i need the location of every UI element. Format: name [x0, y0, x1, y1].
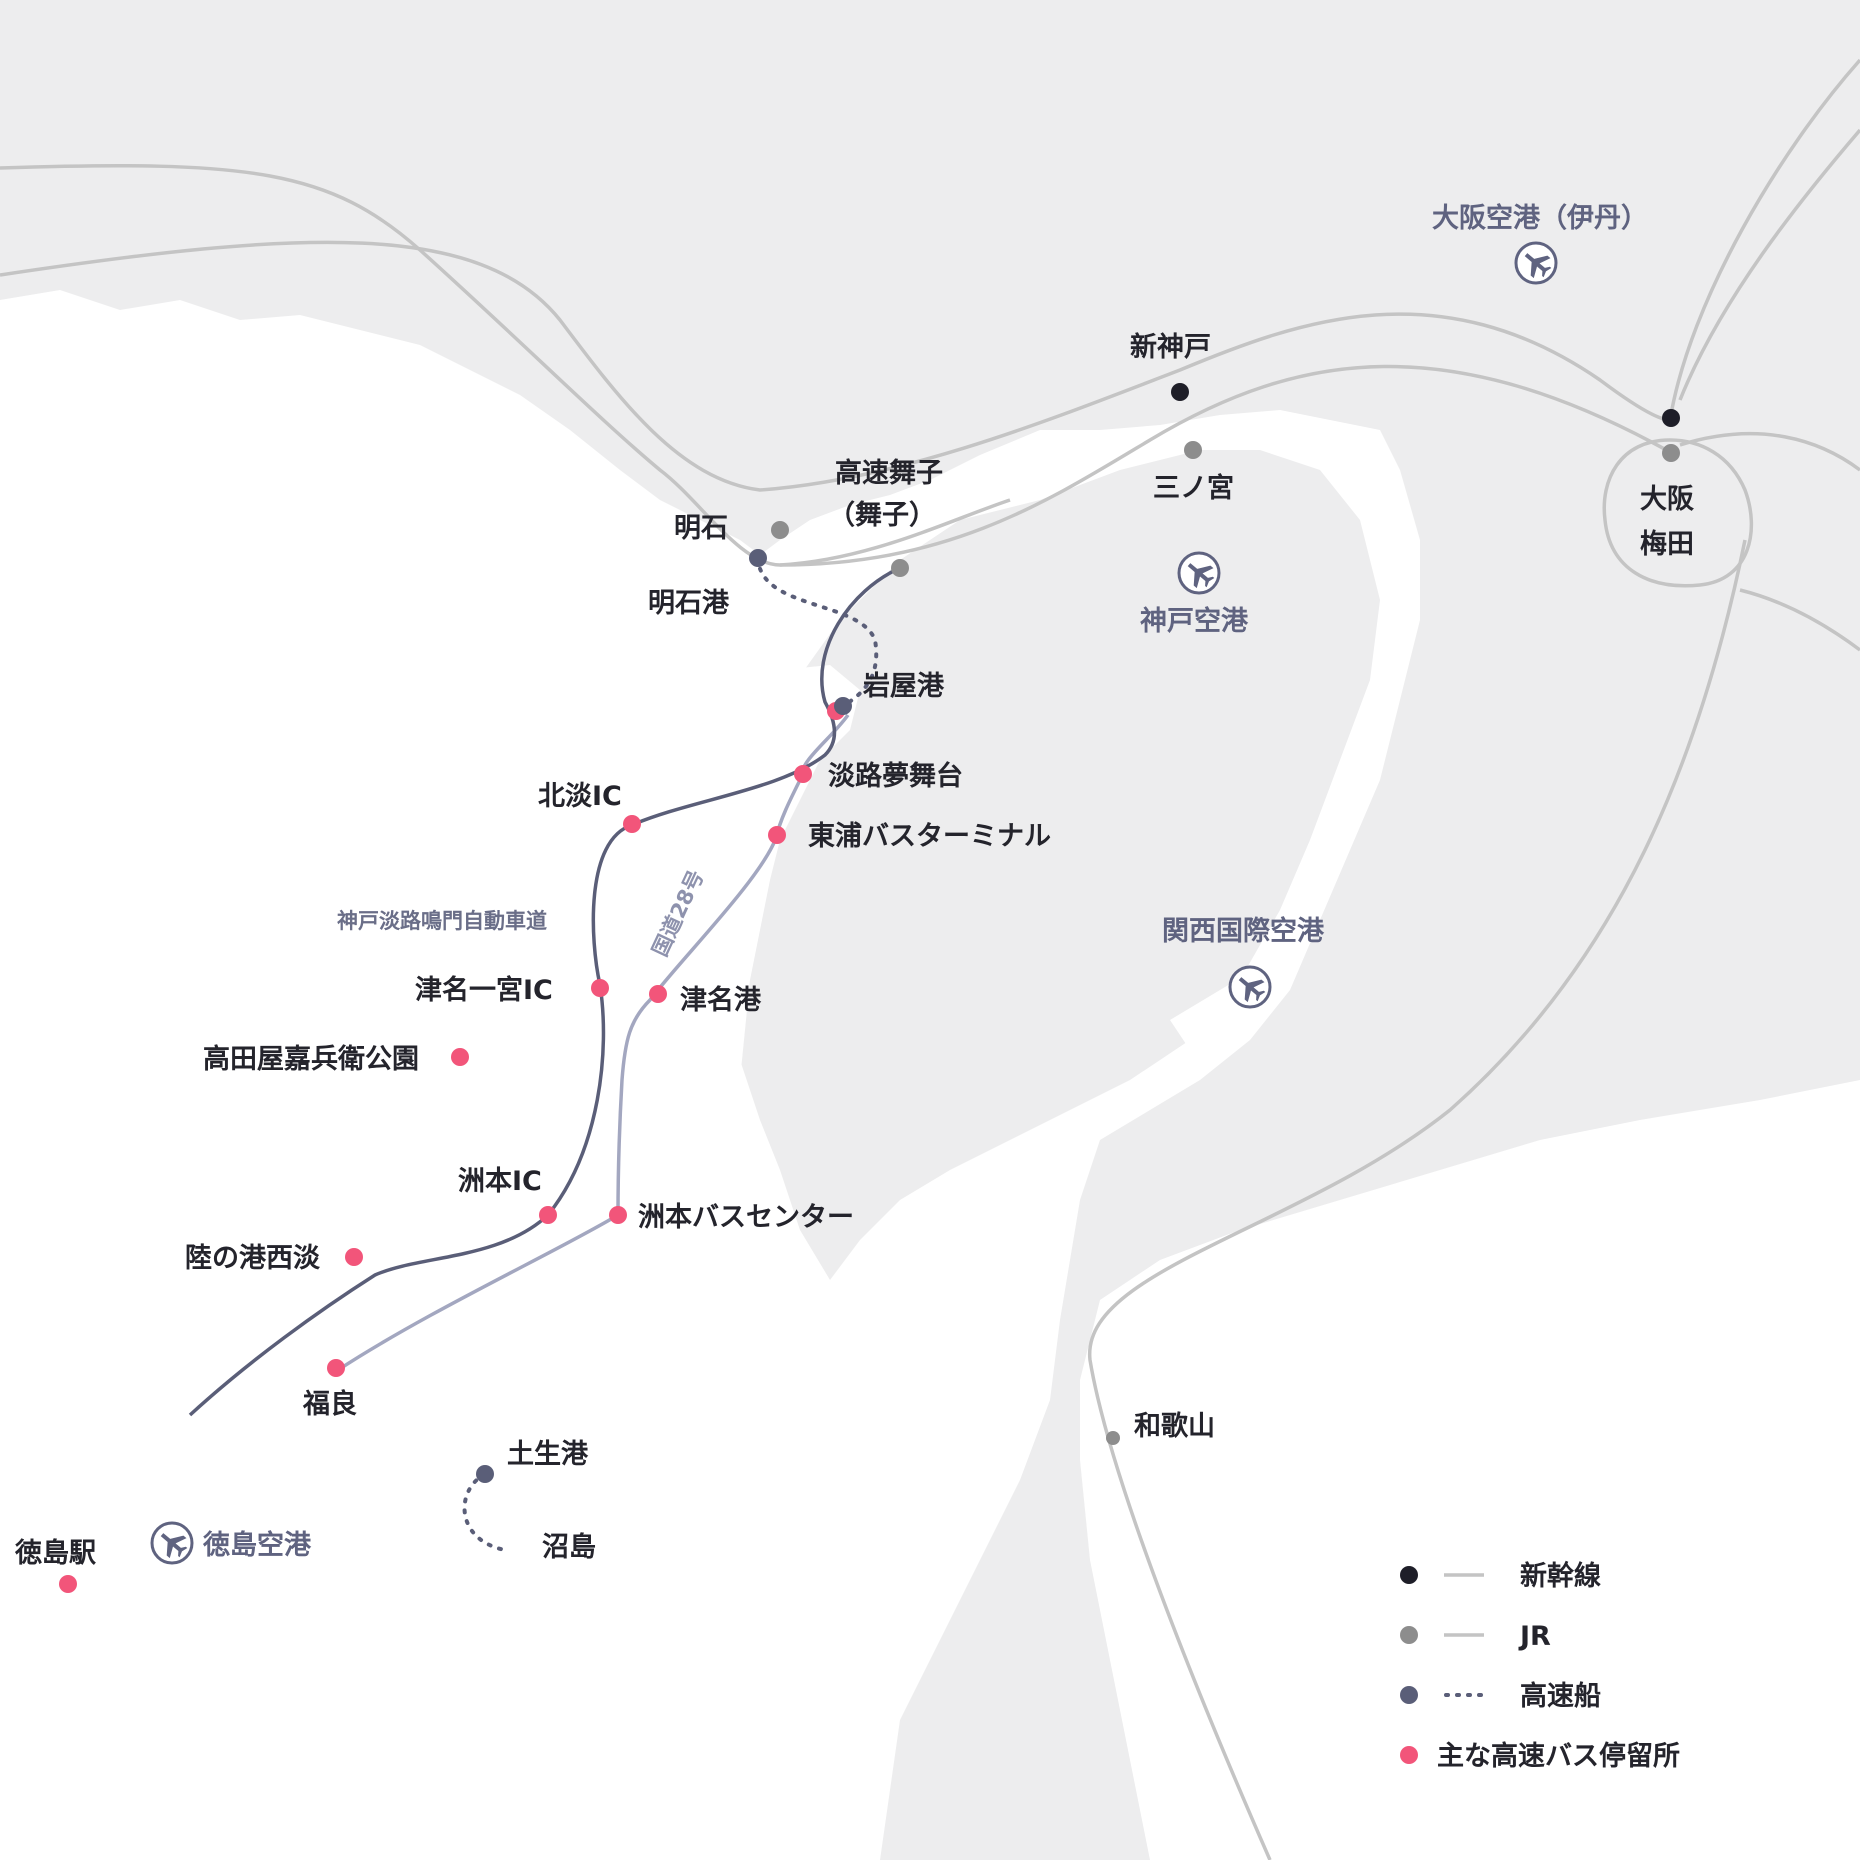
rail-lines [0, 58, 1860, 1860]
label-sumoto-bus-center: 洲本バスセンター [638, 1202, 854, 1233]
airplane-icon[interactable] [1228, 965, 1272, 1009]
label-expressway: 神戸淡路鳴門自動車道 [337, 909, 547, 933]
legend-bus-label: 主な高速バス停留所 [1437, 1740, 1680, 1772]
rail-line-shinkansen [0, 240, 1671, 492]
label-osaka: 大阪 [1640, 484, 1694, 515]
rail-line-osaka-loop [1602, 438, 1754, 588]
ferry-port-hiu[interactable] [476, 1465, 494, 1483]
label-shin-kobe: 新神戸 [1130, 331, 1211, 363]
legend-bus-marker [1400, 1746, 1418, 1764]
rail-line-east [1679, 431, 1860, 472]
label-kansai-airport: 関西国際空港 [1162, 915, 1325, 947]
airplane-icon[interactable] [150, 1521, 194, 1565]
legend-ferry-label: 高速船 [1520, 1680, 1601, 1712]
label-akashi: 明石 [674, 513, 728, 544]
land-nushima [490, 1515, 530, 1565]
jr-station-umeda[interactable] [1662, 444, 1680, 462]
label-takataya-park: 高田屋嘉兵衛公園 [203, 1043, 419, 1075]
label-akashi-port: 明石港 [648, 588, 730, 619]
bus-stop-sumoto-ic[interactable] [539, 1206, 557, 1224]
rail-line-sanyo-south [779, 498, 1011, 567]
label-hokudan-ic: 北淡IC [538, 781, 622, 812]
label-kobe-airport: 神戸空港 [1140, 605, 1249, 637]
bus-stop-fukura[interactable] [327, 1359, 345, 1377]
bus-stop-takataya-park[interactable] [451, 1048, 469, 1066]
jr-station-maiko[interactable] [891, 559, 909, 577]
rail-line-east2 [1739, 588, 1860, 652]
label-awaji-yumebutai: 淡路夢舞台 [828, 760, 963, 792]
airplane-icon[interactable] [1514, 241, 1558, 285]
ferry-hiu-nushima [462, 1472, 507, 1552]
bus-stop-tsuna-ichinomiya-ic[interactable] [591, 979, 609, 997]
label-nushima: 沼島 [542, 1532, 596, 1563]
label-maiko-2: （舞子） [828, 500, 936, 531]
land-shikoku [0, 1400, 880, 1860]
jr-station-sannomiya[interactable] [1184, 441, 1202, 459]
rail-line-hankyu [1668, 58, 1860, 421]
label-tokushima-airport: 徳島空港 [202, 1529, 312, 1561]
label-iwaya-port: 岩屋港 [862, 671, 945, 702]
rail-line-hanshin [1678, 128, 1860, 401]
airplane-icon[interactable] [1177, 551, 1221, 595]
label-maiko-1: 高速舞子 [835, 457, 943, 489]
osaka-bay [700, 450, 1380, 1280]
bus-stop-markers [59, 765, 812, 1593]
station-markers [476, 383, 1680, 1483]
rail-line-sanyo-north [0, 163, 1671, 567]
label-itami-airport: 大阪空港（伊丹） [1432, 202, 1648, 234]
jr-station-wakayama[interactable] [1106, 1431, 1120, 1445]
legend-ferry-marker [1400, 1686, 1418, 1704]
label-sumoto-ic: 洲本IC [458, 1166, 542, 1197]
route-28-line [337, 713, 850, 1372]
label-umeda: 梅田 [1640, 529, 1694, 560]
jr-station-akashi[interactable] [771, 521, 789, 539]
label-tokushima-station: 徳島駅 [14, 1538, 96, 1569]
bus-stop-higashiura[interactable] [768, 826, 786, 844]
bus-stop-sumoto-bus-center[interactable] [609, 1206, 627, 1224]
legend: 新幹線 JR 高速船 主な高速バス停留所 [1335, 1530, 1799, 1798]
shinkansen-station-osaka[interactable] [1662, 409, 1680, 427]
ferry-akashi-iwaya [756, 556, 879, 708]
bus-stop-hokudan-ic[interactable] [623, 815, 641, 833]
label-hiu-port: 土生港 [507, 1439, 589, 1470]
bus-stop-tsuna-port[interactable] [649, 985, 667, 1003]
label-sannomiya: 三ノ宮 [1153, 472, 1234, 504]
bus-stop-awaji-yumebutai[interactable] [794, 765, 812, 783]
label-rikunominato: 陸の港西淡 [185, 1243, 321, 1274]
label-tsuna-port: 津名港 [680, 984, 762, 1016]
label-tsuna-ichinomiya-ic: 津名一宮IC [415, 974, 553, 1006]
shinkansen-station-shin-kobe[interactable] [1171, 383, 1189, 401]
ferry-port-akashi[interactable] [749, 549, 767, 567]
bus-stop-tokushima-station[interactable] [59, 1575, 77, 1593]
label-higashiura: 東浦バスターミナル [808, 820, 1051, 852]
legend-jr-label: JR [1518, 1621, 1551, 1652]
label-wakayama: 和歌山 [1134, 1411, 1215, 1442]
legend-shinkansen-label: 新幹線 [1520, 1560, 1601, 1592]
ferry-port-iwaya[interactable] [834, 697, 852, 715]
rail-line-hanwa [1088, 539, 1747, 1860]
land-awaji [250, 665, 860, 1380]
bus-stop-rikunominato[interactable] [345, 1248, 363, 1266]
label-fukura: 福良 [302, 1388, 357, 1420]
legend-shinkansen-marker [1400, 1566, 1418, 1584]
legend-jr-marker [1400, 1626, 1418, 1644]
